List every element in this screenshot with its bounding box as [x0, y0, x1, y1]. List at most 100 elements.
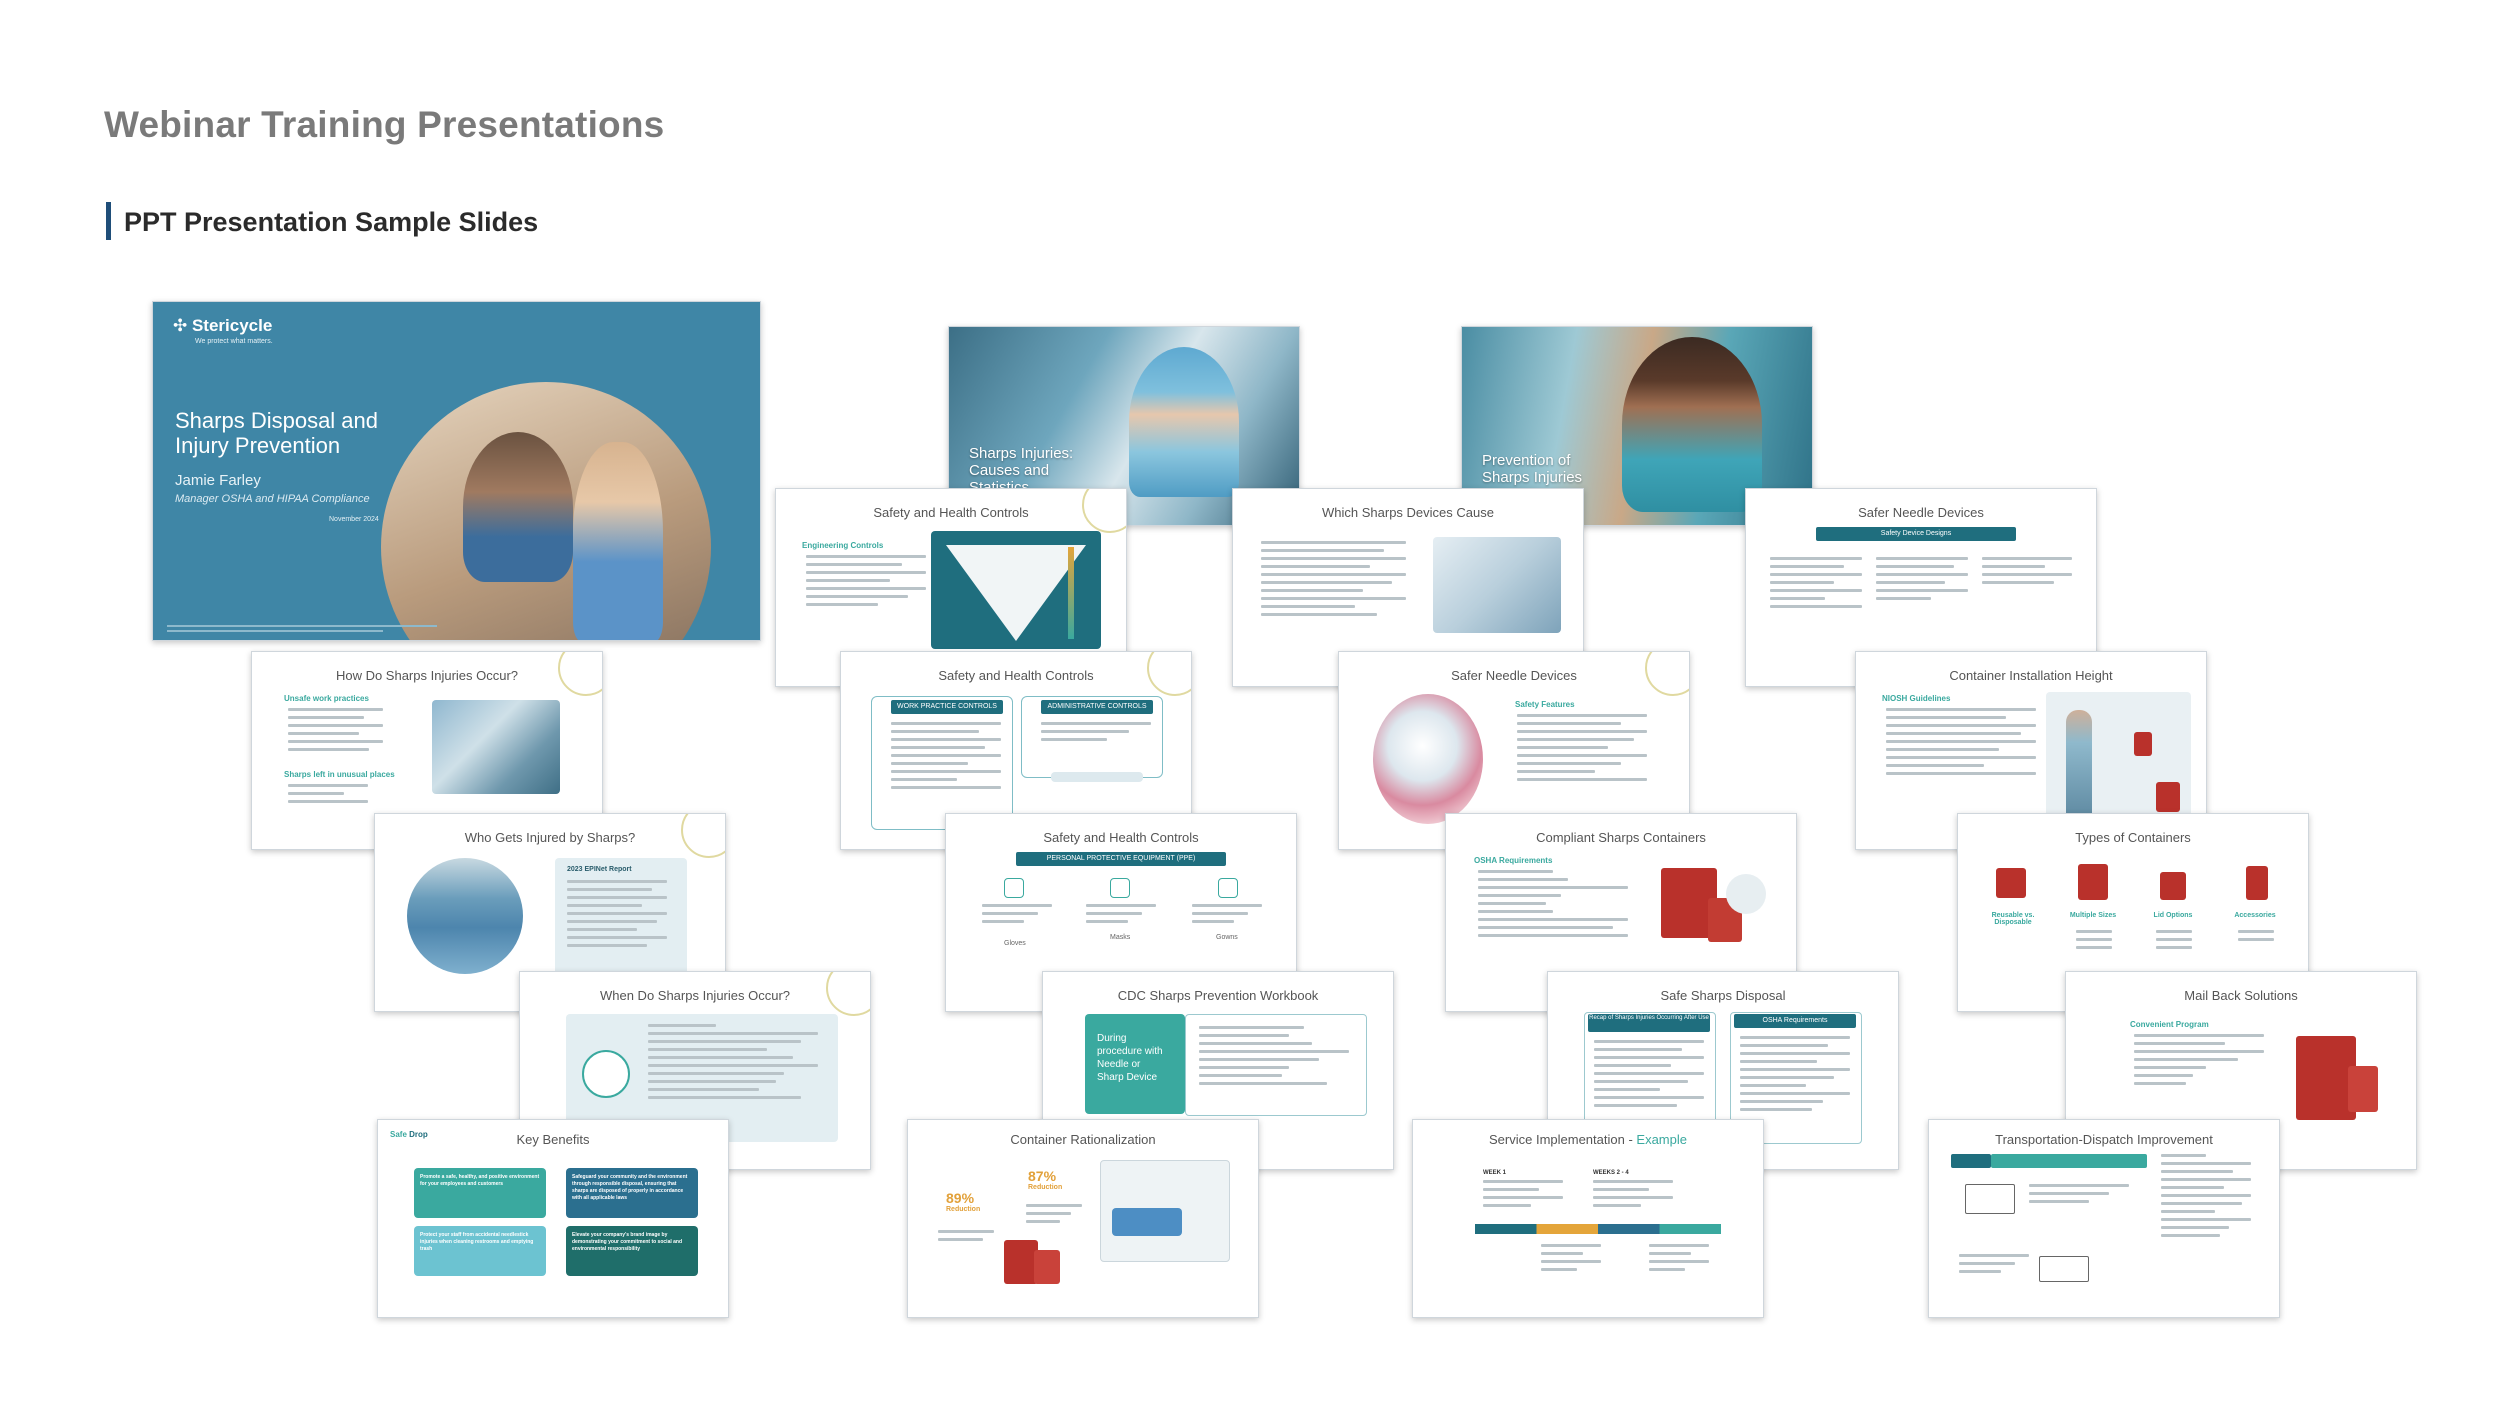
slide-service-implementation[interactable]: Service Implementation - Example WEEK 1 … — [1412, 1119, 1764, 1318]
floor-container-image — [2156, 782, 2180, 812]
slide-title: Key Benefits — [516, 1132, 590, 1147]
cdc-teal-panel — [1085, 1014, 1185, 1114]
stats-bullets — [648, 1024, 818, 1104]
section-title: PPT Presentation Sample Slides — [124, 207, 539, 237]
page-title: Webinar Training Presentations — [104, 104, 665, 145]
osha-header: OSHA Requirements — [1734, 1014, 1856, 1028]
slide-when-sharps-injuries-occur[interactable]: When Do Sharps Injuries Occur? — [519, 971, 871, 1170]
reduction-stat-2: 87%Reduction — [1028, 1168, 1063, 1191]
types-reusable-label: Reusable vs. Disposable — [1991, 912, 2035, 926]
work-practice-card — [871, 696, 1013, 830]
slide-title: When Do Sharps Injuries Occur? — [599, 988, 791, 1003]
slide-bullets-2 — [288, 784, 368, 808]
slide-title: Compliant Sharps Containers — [1536, 830, 1706, 845]
slide-title: Service Implementation - Example — [1489, 1132, 1687, 1147]
recap-header: Recap of Sharps Injuries Occurring After… — [1588, 1014, 1710, 1032]
ppe-gloves-label: Gloves — [1004, 940, 1026, 947]
decor-arc — [826, 972, 870, 1016]
slide-subtitle: Unsafe work practices — [284, 694, 369, 703]
hierarchy-triangle — [946, 545, 1086, 641]
info-pill — [1051, 772, 1143, 782]
slide-subtitle-2: Sharps left in unusual places — [284, 770, 395, 779]
multiple-sizes-image — [2078, 864, 2108, 900]
dashboard-chart — [1112, 1208, 1182, 1236]
slide-title: Safety and Health Controls — [938, 668, 1094, 683]
rationalization-notes — [938, 1230, 994, 1246]
slide-hero-sharps-disposal[interactable]: ✣ Stericycle We protect what matters. Sh… — [152, 301, 761, 641]
hierarchy-arrow — [1068, 547, 1074, 639]
decor-arc — [681, 814, 725, 858]
slide-subtitle: NIOSH Guidelines — [1882, 694, 1951, 703]
slide-bullets — [1261, 541, 1406, 621]
rationalization-notes-2 — [1026, 1204, 1082, 1228]
ppe-gown-icon — [1218, 878, 1238, 898]
benefit-card-protect-staff: Protect your staff from accidental needl… — [414, 1226, 546, 1276]
benefit-card-community: Safeguard your community and the environ… — [566, 1168, 698, 1218]
benefit-card-brand-image: Elevate your company's brand image by de… — [566, 1226, 698, 1276]
reusable-container-image — [1996, 868, 2026, 898]
transport-notes — [2029, 1184, 2129, 1208]
osha-bullets — [1740, 1036, 1850, 1116]
types-lid-text — [2156, 930, 2192, 954]
slide-compliant-sharps-containers[interactable]: Compliant Sharps Containers OSHA Require… — [1445, 813, 1797, 1012]
ppe-mask-icon — [1110, 878, 1130, 898]
slide-subtitle: Convenient Program — [2130, 1020, 2209, 1029]
slide-subtitle: OSHA Requirements — [1474, 856, 1553, 865]
ppe-masks-label: Masks — [1110, 934, 1131, 941]
slide-title: Safety and Health Controls — [1043, 830, 1199, 845]
slide-container-rationalization[interactable]: Container Rationalization 89%Reduction 8… — [907, 1119, 1259, 1318]
ppe-gowns-label: Gowns — [1216, 934, 1238, 941]
transport-header-left — [1951, 1154, 1991, 1168]
slide-bullets — [1478, 870, 1628, 942]
osha-panel — [1730, 1012, 1862, 1144]
ppe-mask-text — [1086, 904, 1156, 928]
lid-options-image — [2160, 872, 2186, 900]
cdc-bullets — [1199, 1026, 1349, 1090]
slide-title: How Do Sharps Injuries Occur? — [335, 668, 519, 683]
phase-tasks-1 — [1541, 1244, 1601, 1276]
slide-bullets — [806, 555, 926, 611]
slide-bullets — [1886, 708, 2036, 780]
slide-title: Safe Sharps Disposal — [1660, 988, 1786, 1003]
accessories-image — [2246, 866, 2268, 900]
gloved-hand-photo — [1373, 694, 1483, 824]
ppe-header: PERSONAL PROTECTIVE EQUIPMENT (PPE) — [1016, 852, 1226, 866]
sharps-container-icon — [582, 1050, 630, 1098]
rationalization-container-image-2 — [1034, 1250, 1060, 1284]
ppe-gown-text — [1192, 904, 1262, 928]
slide-bullets — [288, 708, 383, 756]
hero-doctor-figure — [463, 432, 573, 582]
work-practice-header: WORK PRACTICE CONTROLS — [891, 700, 1003, 714]
section-accent-bar — [106, 202, 111, 240]
week1-tasks — [1483, 1180, 1563, 1212]
phase-tasks-2 — [1649, 1244, 1709, 1276]
admin-controls-header: ADMINISTRATIVE CONTROLS — [1041, 700, 1153, 714]
ppe-gloves-text — [982, 904, 1052, 928]
week1-label: WEEK 1 — [1483, 1170, 1507, 1176]
slide-bullets-col3 — [1982, 557, 2072, 589]
slide-title: Safer Needle Devices — [1858, 505, 1984, 520]
decor-arc — [1645, 652, 1689, 696]
slide-bullets — [1517, 714, 1647, 786]
weeks2-4-label: WEEKS 2 - 4 — [1593, 1170, 1629, 1176]
slide-safedrop-key-benefits[interactable]: Safe Drop Key Benefits Promote a safe, h… — [377, 1119, 729, 1318]
slide-title: Types of Containers — [2075, 830, 2191, 845]
slide-title: Mail Back Solutions — [2184, 988, 2298, 1003]
types-sizes-label: Multiple Sizes — [2069, 912, 2117, 919]
transport-results — [2161, 1154, 2251, 1242]
slide-safe-sharps-disposal[interactable]: Safe Sharps Disposal Recap of Sharps Inj… — [1547, 971, 1899, 1170]
mailback-container-image-2 — [2348, 1066, 2378, 1112]
slide-subtitle: Safety Features — [1515, 700, 1575, 709]
transport-header-right — [1991, 1154, 2147, 1168]
decor-arc — [1147, 652, 1191, 696]
mailback-container-image — [2296, 1036, 2356, 1120]
logo-tagline: We protect what matters. — [195, 338, 273, 345]
slide-transportation-dispatch[interactable]: Transportation-Dispatch Improvement — [1928, 1119, 2280, 1318]
reduction-stat-1: 89%Reduction — [946, 1190, 981, 1213]
safedrop-logo: Safe Drop — [390, 1130, 428, 1139]
slide-title: Prevention of Sharps Injuries — [1482, 452, 1583, 486]
decor-arc — [558, 652, 602, 696]
stericycle-logo: ✣ Stericycle — [173, 316, 273, 335]
slide-section-header: Safety Device Designs — [1816, 527, 2016, 541]
types-lid-label: Lid Options — [2153, 912, 2193, 919]
